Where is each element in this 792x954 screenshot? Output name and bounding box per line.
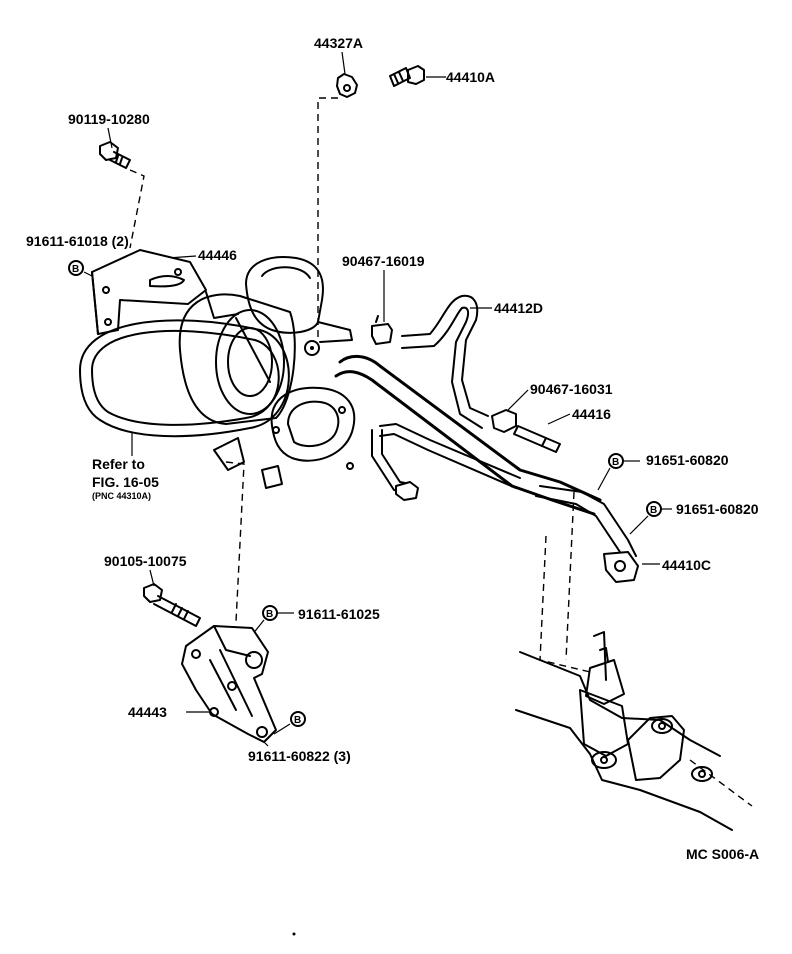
label-91651-60820-b: 91651-60820 (676, 501, 759, 517)
bracket-44443-drawing (181, 625, 277, 743)
label-44410C: 44410C (662, 557, 711, 573)
union-bolt-44410A-drawing (389, 65, 425, 87)
pipe-44416-drawing (513, 425, 561, 453)
power-steering-pump-drawing (178, 256, 356, 489)
label-44443: 44443 (128, 704, 167, 720)
label-44412D: 44412D (494, 300, 543, 316)
label-44410A: 44410A (446, 69, 495, 85)
label-90467-16019: 90467-16019 (342, 253, 425, 269)
steering-gear-housing-drawing (515, 631, 753, 831)
label-91611-60822: 91611-60822 (3) (248, 748, 351, 764)
marker-b-5: B (294, 715, 301, 726)
label-44446: 44446 (198, 247, 237, 263)
label-catalog-code: MC S006-A (686, 846, 759, 862)
label-pnc-44310A: (PNC 44310A) (92, 491, 151, 501)
label-90119-10280: 90119-10280 (68, 111, 150, 127)
label-44327A: 44327A (314, 35, 363, 51)
marker-b-3: B (650, 505, 657, 516)
label-refer-to: Refer to (92, 456, 145, 472)
label-91611-61018: 91611-61018 (2) (26, 233, 129, 249)
pressure-hose-tube-drawing (334, 355, 639, 583)
label-91611-61025: 91611-61025 (298, 606, 380, 622)
label-90105-10075: 90105-10075 (104, 553, 187, 569)
bolt-90105-drawing (143, 583, 201, 627)
label-fig-16-05: FIG. 16-05 (92, 474, 159, 490)
label-91651-60820-a: 91651-60820 (646, 452, 729, 468)
clip-90467-16019-drawing (371, 315, 393, 345)
bracket-44446-drawing (91, 249, 207, 335)
label-90467-16031: 90467-16031 (530, 381, 613, 397)
clip-90467-16031-drawing (491, 409, 517, 433)
clamp-44327A-drawing (336, 73, 358, 98)
marker-b-4: B (266, 609, 273, 620)
marker-b-2: B (612, 457, 619, 468)
label-44416: 44416 (572, 406, 611, 422)
return-hose-44412D-drawing (401, 294, 489, 429)
marker-b-1: B (72, 264, 79, 275)
bolt-90119-drawing (99, 141, 131, 169)
